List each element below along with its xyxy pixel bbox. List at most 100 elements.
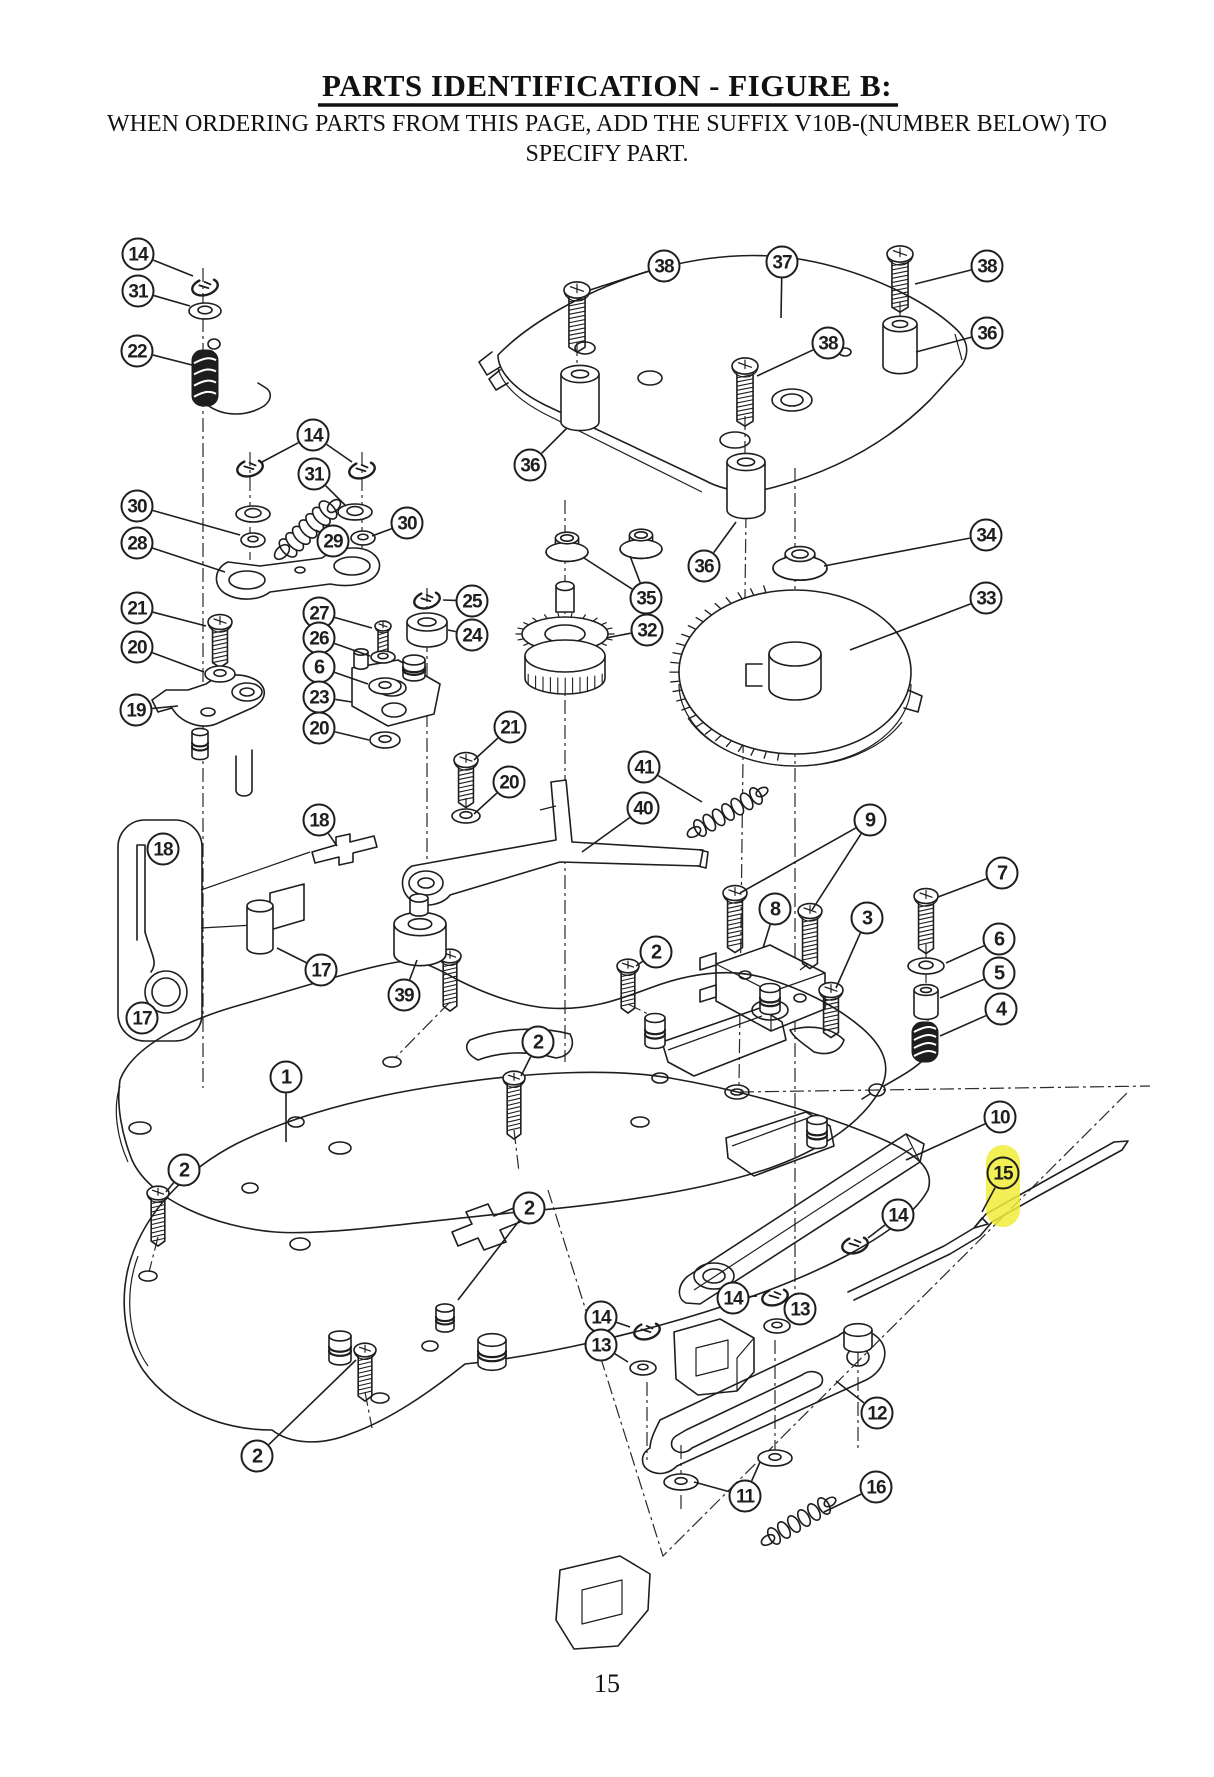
washer-31 xyxy=(337,503,373,521)
part-number: 6 xyxy=(994,929,1005,951)
washer-30 xyxy=(350,530,376,546)
spring-16 xyxy=(760,1496,837,1547)
standoff-36 xyxy=(882,315,918,375)
part-number: 8 xyxy=(770,899,781,921)
spring-41 xyxy=(686,786,769,839)
callout-3: 3 xyxy=(835,901,884,989)
leader-line xyxy=(867,1224,886,1239)
callout-31: 31 xyxy=(297,457,347,507)
pin xyxy=(327,1330,353,1366)
actuator-strip-15 xyxy=(847,1140,1129,1301)
leader-line xyxy=(780,278,783,319)
callout-11: 11 xyxy=(693,1461,762,1513)
top-cover-plate-37 xyxy=(478,254,968,493)
leader-line xyxy=(325,485,347,507)
callout-37: 37 xyxy=(765,245,799,319)
callout-2: 2 xyxy=(165,1153,201,1193)
callout-28: 28 xyxy=(120,526,226,573)
leader-line xyxy=(629,555,641,583)
leader-line xyxy=(835,932,862,989)
e-clip-14 xyxy=(841,1235,869,1255)
callout-17: 17 xyxy=(125,1001,159,1035)
callout-36: 36 xyxy=(687,521,737,583)
part-number: 21 xyxy=(500,718,521,739)
pin-19 xyxy=(190,727,210,761)
callout-circle xyxy=(492,765,526,799)
leader-line xyxy=(335,698,353,703)
screw-2 xyxy=(353,1342,377,1402)
leader-line xyxy=(541,427,568,454)
callout-circle xyxy=(630,613,664,647)
washer-31 xyxy=(235,505,271,523)
leader-line xyxy=(739,827,857,894)
ordering-instruction-line2: SPECIFY PART. xyxy=(525,141,688,167)
pin xyxy=(434,1303,456,1333)
part-number: 29 xyxy=(323,532,343,553)
callout-36: 36 xyxy=(513,427,568,482)
leader-line xyxy=(276,947,307,964)
leader-line xyxy=(849,603,971,651)
callout-circle xyxy=(584,1328,618,1362)
callout-24: 24 xyxy=(447,618,489,652)
pin-17 xyxy=(246,899,274,955)
part-number: 6 xyxy=(314,657,325,679)
part-number: 14 xyxy=(303,426,324,447)
callout-circle xyxy=(783,1292,817,1326)
callout-5: 5 xyxy=(939,956,1016,999)
leader-line xyxy=(939,978,985,999)
bushing-34 xyxy=(772,545,828,581)
callout-circle xyxy=(387,978,421,1012)
leader-line xyxy=(457,1220,520,1301)
pin xyxy=(643,1012,667,1050)
callout-39: 39 xyxy=(387,959,421,1012)
part-number: 30 xyxy=(397,514,417,535)
leader-line xyxy=(713,521,737,554)
part-number: 2 xyxy=(524,1198,535,1220)
callout-21: 21 xyxy=(120,591,207,627)
callout-2: 2 xyxy=(520,1025,555,1077)
callout-circle xyxy=(969,518,1003,552)
leader-line xyxy=(581,817,631,853)
part-number: 33 xyxy=(976,589,996,610)
screw-2 xyxy=(502,1070,526,1140)
part-number: 4 xyxy=(996,999,1008,1021)
callout-21: 21 xyxy=(473,710,527,761)
part-number: 39 xyxy=(394,986,414,1007)
fork-bracket-18 xyxy=(311,833,378,866)
callout-circle xyxy=(986,1156,1020,1190)
washer-26 xyxy=(370,650,396,664)
part-number: 27 xyxy=(309,604,329,625)
part-number: 15 xyxy=(993,1164,1014,1185)
part-number: 38 xyxy=(977,257,997,278)
leader-line xyxy=(811,833,862,911)
callout-circle xyxy=(493,710,527,744)
part-number: 14 xyxy=(591,1308,612,1329)
leader-line xyxy=(823,1493,862,1513)
leader-line xyxy=(945,945,985,964)
callout-circle xyxy=(982,922,1016,956)
callout-circle xyxy=(304,953,338,987)
callout-circle xyxy=(120,489,154,523)
part-number: 41 xyxy=(634,758,655,779)
part-number: 2 xyxy=(179,1160,190,1182)
part-number: 14 xyxy=(723,1289,744,1310)
callout-1: 1 xyxy=(269,1060,303,1142)
roller-39 xyxy=(393,911,447,967)
callout-circle xyxy=(850,901,884,935)
callout-36: 36 xyxy=(915,316,1004,353)
callout-25: 25 xyxy=(442,584,489,618)
part-number: 10 xyxy=(990,1108,1010,1129)
part-number: 14 xyxy=(128,245,149,266)
callout-circle xyxy=(121,274,155,308)
callout-38: 38 xyxy=(914,249,1004,285)
callout-circle xyxy=(758,892,792,926)
pin xyxy=(476,1332,508,1372)
callout-circle xyxy=(811,326,845,360)
clip-bracket xyxy=(673,1318,755,1396)
part-number: 13 xyxy=(790,1300,810,1321)
callout-circle xyxy=(626,791,660,825)
callout-2: 2 xyxy=(457,1191,546,1301)
guide-bracket xyxy=(555,1555,651,1650)
spring-wire-arms xyxy=(205,338,934,1100)
